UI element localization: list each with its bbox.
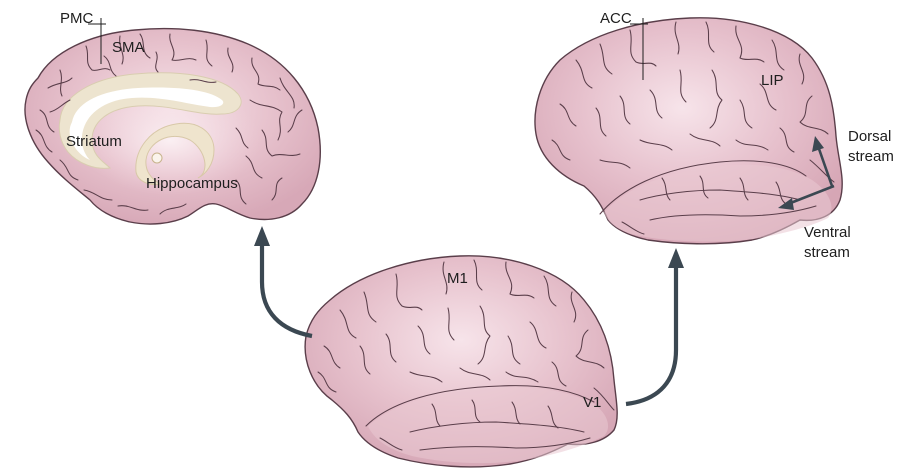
- dorsal-stream-label-line2: stream: [848, 148, 894, 165]
- dorsal-stream-label-line1: Dorsal: [848, 128, 891, 145]
- pmc-label: PMC: [60, 10, 94, 27]
- hippocampus-label: Hippocampus: [146, 175, 238, 192]
- arrow-v1-to-lateral: [626, 268, 676, 404]
- arrow-v1-to-lateral-head: [668, 248, 684, 268]
- m1-label: M1: [447, 270, 468, 287]
- lip-label: LIP: [761, 72, 784, 89]
- sma-label: SMA: [112, 39, 145, 56]
- striatum-label: Striatum: [66, 133, 122, 150]
- lateral-brain-bottom: M1 V1: [305, 256, 617, 467]
- ventral-stream-label-line1: Ventral: [804, 224, 851, 241]
- arrow-m1-to-medial-head: [254, 226, 270, 246]
- acc-label: ACC: [600, 10, 632, 27]
- medial-brain: PMC SMA Striatum Hippocampus: [25, 10, 320, 224]
- small-nucleus: [152, 153, 162, 163]
- lateral-brain-right: ACC LIP Dorsal stream Ventral stream: [535, 10, 894, 261]
- ventral-stream-label-line2: stream: [804, 244, 850, 261]
- arrow-m1-to-medial: [262, 246, 312, 336]
- v1-label: V1: [583, 394, 601, 411]
